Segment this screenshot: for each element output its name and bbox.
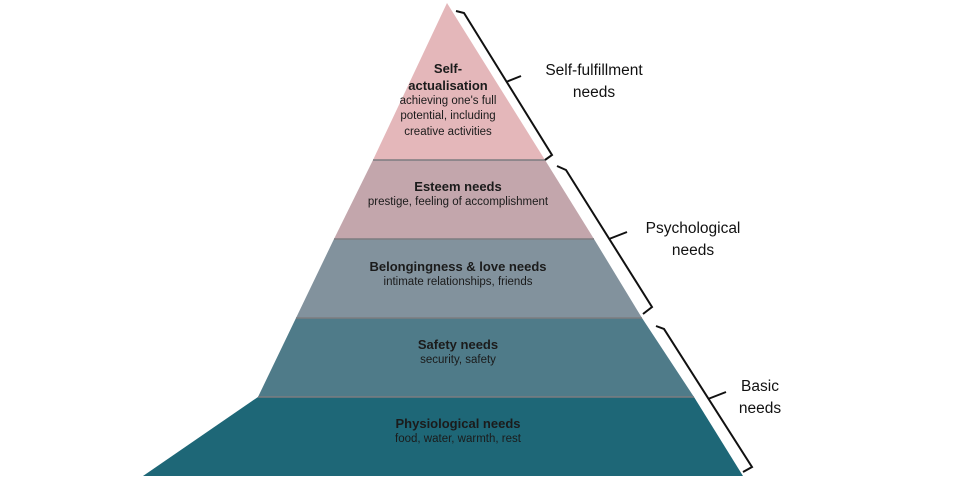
level-title: Self- (433, 61, 463, 76)
level-title: Physiological needs (395, 416, 521, 431)
level-description: security, safety (420, 354, 496, 367)
level-title: Safety needs (417, 337, 499, 352)
self-actualisation-tier (373, 3, 545, 160)
level-description: food, water, warmth, rest (395, 433, 521, 446)
psychological-group-label: Psychological needs (628, 218, 758, 261)
physiological-label: Physiological needs food, water, warmth,… (308, 415, 608, 447)
group-label-line: Psychological (645, 220, 741, 237)
level-description: prestige, feeling of accomplishment (367, 196, 549, 209)
esteem-tier (334, 160, 594, 239)
group-label-line: Basic (741, 378, 779, 395)
level-description: achieving one's full (399, 95, 497, 108)
level-description: creative activities (404, 125, 492, 138)
belonging-tier (296, 239, 642, 318)
safety-tier (258, 318, 694, 397)
basic-group-label: Basic needs (722, 376, 798, 419)
level-description: potential, including (400, 110, 496, 123)
level-title: actualisation (408, 78, 488, 94)
self-fulfillment-bracket (455, 10, 554, 161)
level-description: intimate relationships, friends (383, 276, 533, 289)
basic-bracket-tick (707, 391, 727, 400)
self-fulfillment-bracket-tick (505, 75, 522, 83)
group-label-line: needs (572, 83, 616, 101)
physiological-tier (143, 397, 743, 476)
level-title: Esteem needs (414, 179, 502, 194)
group-label-line: needs (671, 241, 715, 259)
esteem-label: Esteem needs prestige, feeling of accomp… (318, 178, 598, 210)
belonging-label: Belongingness & love needs intimate rela… (308, 258, 608, 290)
self-actualisation-label: Self- actualisation achieving one's full… (373, 60, 523, 140)
group-label-line: Self-fulfillment (545, 62, 643, 79)
level-title: Belongingness & love needs (369, 259, 547, 274)
psychological-bracket-tick (608, 231, 628, 240)
safety-label: Safety needs security, safety (328, 336, 588, 368)
group-label-line: needs (738, 399, 782, 417)
self-fulfillment-group-label: Self-fulfillment needs (524, 60, 664, 103)
